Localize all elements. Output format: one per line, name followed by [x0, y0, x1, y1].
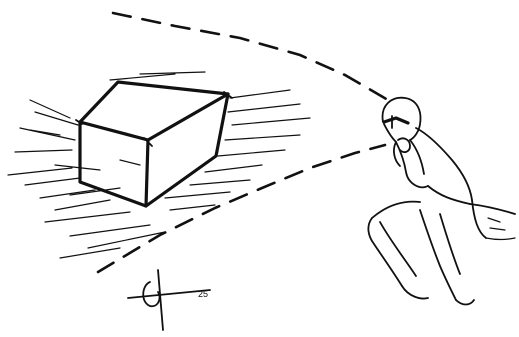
lower-sight-line	[98, 145, 385, 272]
ground-hatching	[8, 72, 310, 258]
seated-figure	[368, 98, 515, 305]
box	[76, 82, 232, 206]
artist-signature: 25	[128, 270, 210, 330]
signature-year: 25	[198, 289, 208, 299]
